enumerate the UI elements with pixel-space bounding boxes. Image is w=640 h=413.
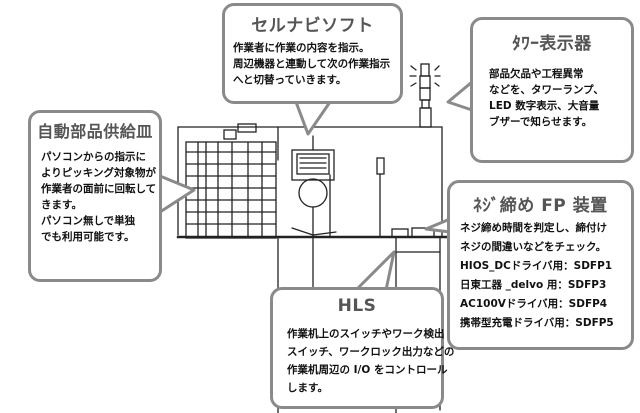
cell-software-line: へと切替っていきます。 bbox=[233, 74, 347, 86]
screw-fp-line: HIOS_DCドライバ用：SDFP1 bbox=[460, 260, 613, 272]
auto-feeder-line: パソコン無しで単独 bbox=[41, 215, 136, 227]
hls-title: HLS bbox=[337, 296, 377, 316]
tower-display-description: 部品欠品や工程異常 などを、タワーランプ、 LED 数字表示、大音量 ブザーで知… bbox=[489, 66, 604, 130]
auto-feeder-callout: 自動部品供給皿 パソコンからの指示に よりピッキング対象物が 作業者の面前に回転… bbox=[28, 110, 162, 282]
auto-feeder-line: よりピッキング対象物が bbox=[41, 167, 156, 179]
monitor bbox=[291, 135, 335, 181]
auto-feeder-shelf bbox=[185, 141, 277, 239]
auto-feeder-line: パソコンからの指示に bbox=[41, 151, 146, 163]
cell-software-line: 作業者に作業の内容を指示。 bbox=[233, 42, 370, 54]
cell-software-description: 作業者に作業の内容を指示。 周辺機器と連動して次の作業指示 へと切替っていきます… bbox=[233, 40, 390, 88]
tower-lamp bbox=[409, 63, 441, 128]
auto-feeder-description: パソコンからの指示に よりピッキング対象物が 作業者の面前に回転して きます。 … bbox=[41, 149, 156, 245]
hls-line: スイッチ、ワークロック出力などの bbox=[287, 346, 455, 358]
screw-fp-callout: ﾈｼﾞ締め FP 装置 ネジ締め時間を判定し、締付け ネジの間違いなどをチェック… bbox=[447, 180, 634, 350]
tower-display-callout: ﾀﾜｰ表示器 部品欠品や工程異常 などを、タワーランプ、 LED 数字表示、大音… bbox=[470, 17, 634, 163]
auto-feeder-line: 作業者の面前に回転して bbox=[41, 183, 157, 195]
fp-callout-tail bbox=[424, 217, 451, 234]
tower-display-line: ブザーで知らせます。 bbox=[489, 116, 593, 128]
screw-fp-line: 日東工器 _delvo 用：SDFP3 bbox=[460, 279, 607, 291]
hls-line: します。 bbox=[287, 382, 328, 394]
tower-display-line: などを、タワーランプ、 bbox=[489, 84, 604, 96]
tower-display-line: 部品欠品や工程異常 bbox=[489, 68, 584, 80]
screw-fp-title: ﾈｼﾞ締め FP 装置 bbox=[473, 196, 608, 216]
cell-software-line: 周辺機器と連動して次の作業指示 bbox=[233, 58, 391, 70]
auto-feeder-line: きます。 bbox=[41, 199, 82, 211]
tower-display-title: ﾀﾜｰ表示器 bbox=[512, 34, 592, 54]
cell-software-callout: セルナビソフト 作業者に作業の内容を指示。 周辺機器と連動して次の作業指示 へと… bbox=[222, 3, 403, 104]
screw-fp-description: ネジ締め時間を判定し、締付け ネジの間違いなどをチェック。 HIOS_DCドライ… bbox=[460, 219, 614, 333]
hls-line: 作業机上のスイッチやワーク検出 bbox=[287, 328, 445, 340]
hls-description: 作業机上のスイッチやワーク検出 スイッチ、ワークロック出力などの 作業机周辺の … bbox=[287, 325, 454, 397]
workstation-wall bbox=[177, 126, 443, 238]
screw-fp-line: ネジの間違いなどをチェック。 bbox=[460, 241, 607, 253]
tower-callout-tail bbox=[446, 80, 473, 112]
hls-callout: HLS 作業机上のスイッチやワーク検出 スイッチ、ワークロック出力などの 作業机… bbox=[270, 287, 454, 409]
auto-feeder-title: 自動部品供給皿 bbox=[37, 122, 153, 141]
hls-callout-tail bbox=[354, 250, 396, 292]
cell-software-title: セルナビソフト bbox=[251, 16, 374, 36]
tower-display-line: LED 数字表示、大音量 bbox=[489, 100, 600, 112]
feeder-callout-tail bbox=[159, 174, 196, 214]
screw-fp-line: ネジ締め時間を判定し、締付け bbox=[460, 222, 607, 234]
screw-fp-line: AC100Vドライバ用：SDFP4 bbox=[460, 298, 608, 310]
screw-fp-line: 携帯型充電ドライバ用：SDFP5 bbox=[460, 317, 614, 329]
hls-line: 作業机周辺の I/O をコントロール bbox=[287, 364, 448, 376]
auto-feeder-line: でも利用可能です。 bbox=[41, 231, 135, 243]
cell-callout-tail bbox=[294, 101, 332, 136]
